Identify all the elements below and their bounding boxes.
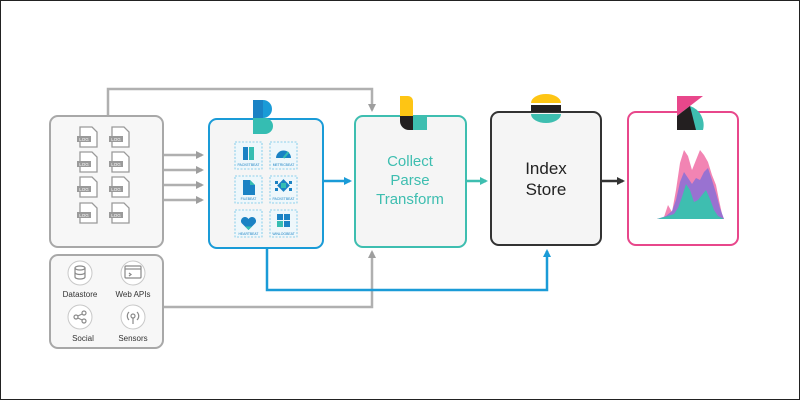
file-label: LOG <box>111 213 121 218</box>
file-label: LOG <box>79 162 89 167</box>
beats-to-es-arrow <box>265 247 551 292</box>
beats-logo-icon <box>253 100 273 134</box>
file-label: LOG <box>79 137 89 142</box>
connectors <box>106 87 625 309</box>
file-label: LOG <box>111 137 121 142</box>
file-label: LOG <box>111 187 121 192</box>
svg-text:PACKETBEAT: PACKETBEAT <box>273 197 295 201</box>
beat-tile: WINLOGBEAT <box>269 209 298 238</box>
file-icon-grid: LOG LOG LOG LOG LOG <box>77 126 130 224</box>
files-box: LOG LOG LOG LOG LOG <box>49 115 164 248</box>
elasticsearch-logo-icon <box>531 94 561 123</box>
filebeat-icon <box>243 147 248 160</box>
beat-tiles: PACKETBEAT METRICBEAT FILEBEAT <box>234 141 298 238</box>
svg-text:METRICBEAT: METRICBEAT <box>273 163 295 167</box>
file-label: LOG <box>79 187 89 192</box>
elasticsearch-box: Index Store <box>490 94 602 246</box>
sensor-icon <box>126 311 140 324</box>
es-line-1: Index <box>525 159 567 178</box>
svg-text:HEARTBEAT: HEARTBEAT <box>238 232 258 236</box>
file-label: LOG <box>79 213 89 218</box>
logstash-logo-icon <box>400 96 427 130</box>
log-file-icon: LOG <box>109 126 130 148</box>
beat-tile: PACKETBEAT <box>269 175 298 204</box>
heartbeat-icon <box>240 216 257 230</box>
logstash-line-1: Collect <box>387 153 434 170</box>
svg-text:FILEBEAT: FILEBEAT <box>241 197 257 201</box>
log-file-icon: LOG <box>77 126 98 148</box>
log-file-icon: LOG <box>109 176 130 198</box>
logstash-line-2: Parse <box>390 172 429 189</box>
log-file-icon: LOG <box>109 202 130 224</box>
social-share-icon <box>73 310 87 324</box>
file-label: LOG <box>111 162 121 167</box>
log-file-icon: LOG <box>77 176 98 198</box>
es-line-2: Store <box>526 180 567 199</box>
datastore-label: Datastore <box>63 290 98 299</box>
beats-box: PACKETBEAT METRICBEAT FILEBEAT <box>208 100 324 249</box>
svg-text:WINLOGBEAT: WINLOGBEAT <box>272 232 294 236</box>
web-apis-icon <box>124 265 142 279</box>
bypass-arrow-bottom <box>162 250 376 309</box>
beat-tile: METRICBEAT <box>269 141 298 170</box>
beat-tile: HEARTBEAT <box>234 209 263 238</box>
services-box: Datastore Web APIs Social Sensors <box>49 254 164 349</box>
social-label: Social <box>72 334 94 343</box>
svg-text:PACKETBEAT: PACKETBEAT <box>238 163 260 167</box>
beat-tile: PACKETBEAT <box>234 141 263 170</box>
kibana-box <box>627 96 739 246</box>
sensors-label: Sensors <box>118 334 147 343</box>
log-file-icon: LOG <box>109 151 130 173</box>
beat-tile: FILEBEAT <box>234 175 263 204</box>
log-file-icon: LOG <box>77 202 98 224</box>
web-apis-label: Web APIs <box>116 290 151 299</box>
area-chart-icon <box>657 150 724 219</box>
logstash-line-3: Transform <box>376 191 444 208</box>
winlogbeat-icon <box>277 214 290 227</box>
datastore-icon <box>74 265 86 280</box>
bypass-arrow-top <box>106 87 376 116</box>
kibana-logo-icon <box>677 96 704 130</box>
log-file-icon: LOG <box>77 151 98 173</box>
logstash-box: Collect Parse Transform <box>354 96 467 248</box>
